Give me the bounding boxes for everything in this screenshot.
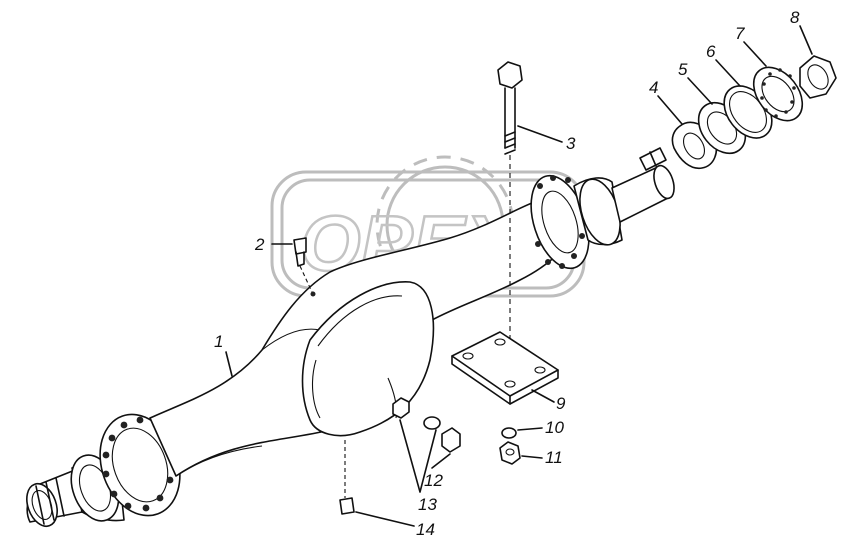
callout-5: 5	[678, 60, 688, 79]
callout-6: 6	[706, 42, 716, 61]
axle-housing	[26, 147, 675, 528]
callout-10: 10	[545, 418, 564, 437]
callout-4: 4	[649, 78, 658, 97]
callout-11: 11	[545, 448, 563, 467]
callout-labels: 1 2 3 4 5 6 7 8 9 10 11 12 13 14	[214, 8, 800, 539]
filler-plug	[339, 440, 355, 515]
long-bolt	[497, 61, 523, 380]
leader-lines	[225, 25, 813, 527]
callout-14: 14	[416, 520, 435, 539]
callout-8: 8	[790, 8, 800, 27]
callout-7: 7	[735, 24, 745, 43]
callout-3: 3	[566, 134, 576, 153]
breather-plug	[293, 237, 316, 297]
callout-12: 12	[424, 471, 443, 490]
mounting-plate	[451, 331, 559, 405]
callout-1: 1	[214, 332, 223, 351]
callout-9: 9	[556, 394, 566, 413]
callout-13: 13	[418, 495, 437, 514]
callout-2: 2	[254, 235, 265, 254]
drain-plug	[392, 397, 461, 453]
ring-stack	[671, 55, 837, 170]
washer-and-nut	[499, 427, 521, 465]
